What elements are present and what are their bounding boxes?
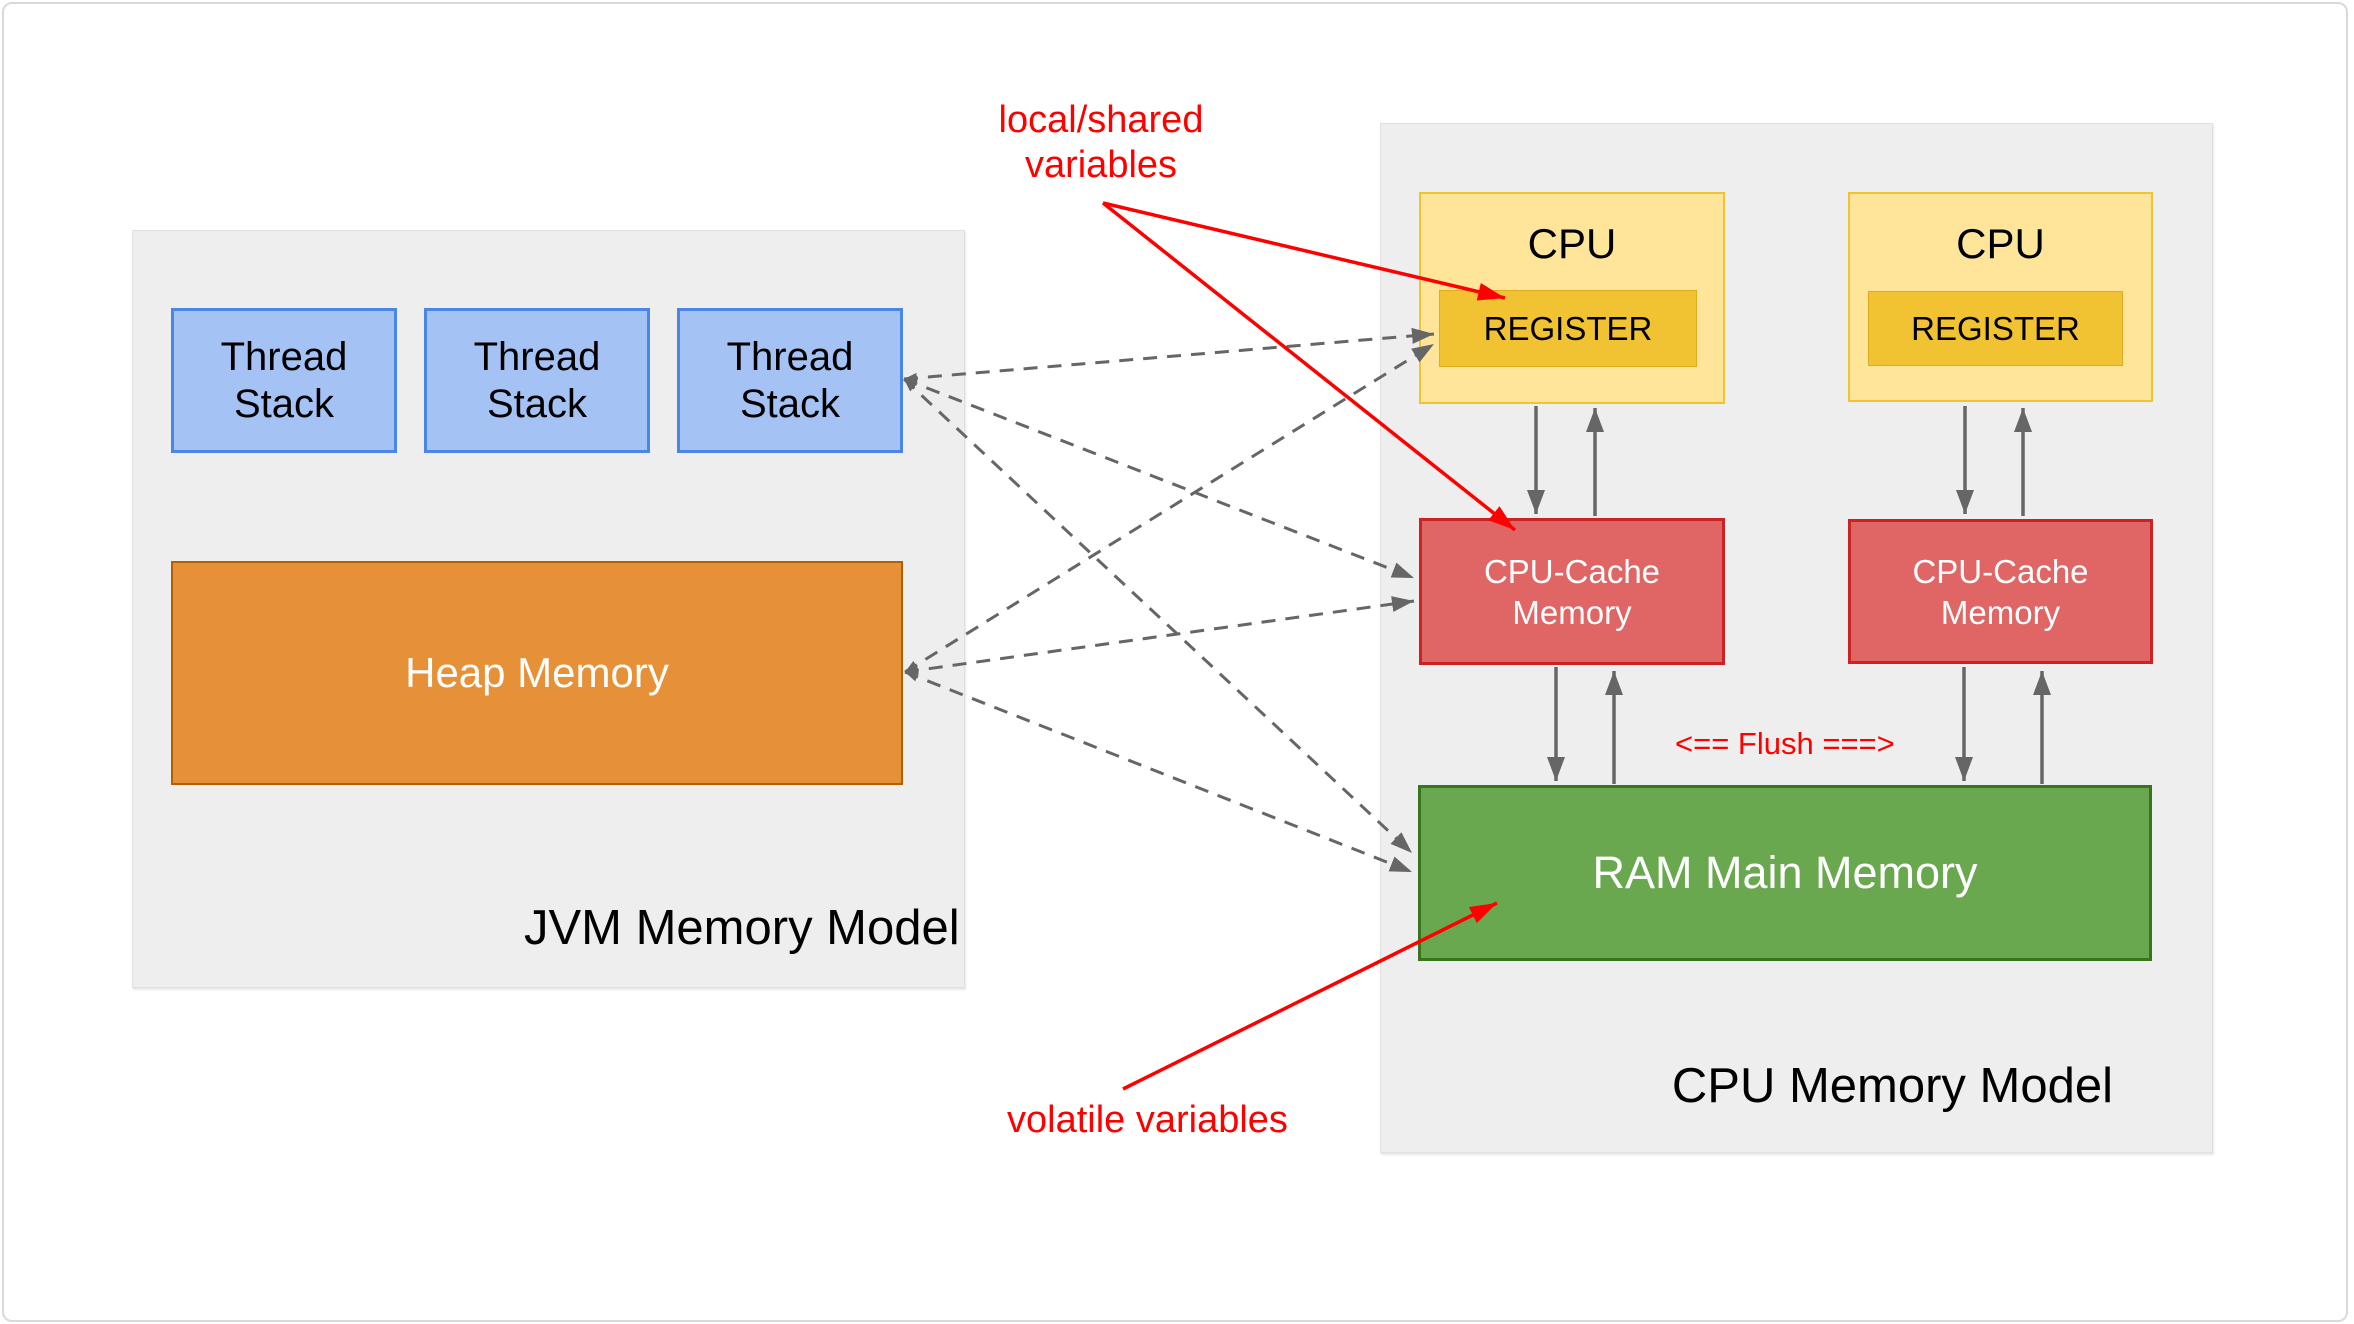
thread-stack-box-2: Thread Stack bbox=[424, 308, 650, 453]
register-label-1: REGISTER bbox=[1483, 309, 1653, 347]
thread-stack-label-3: Thread Stack bbox=[726, 334, 854, 426]
thread-stack-box-1: Thread Stack bbox=[171, 308, 397, 453]
cpu-cache-box-1: CPU-Cache Memory bbox=[1419, 518, 1725, 665]
volatile-variables-label: volatile variables bbox=[1007, 1099, 1288, 1141]
ram-label: RAM Main Memory bbox=[1592, 847, 1978, 898]
cpu-cache-label-2: CPU-Cache Memory bbox=[1912, 552, 2089, 631]
jvm-panel-title: JVM Memory Model bbox=[524, 901, 960, 955]
cpu-cache-label-1: CPU-Cache Memory bbox=[1483, 552, 1661, 631]
flush-label: <== Flush ===> bbox=[1675, 726, 1895, 761]
cpu-cache-box-2: CPU-Cache Memory bbox=[1848, 519, 2153, 664]
register-box-2: REGISTER bbox=[1868, 291, 2123, 366]
register-box-1: REGISTER bbox=[1439, 290, 1697, 367]
heap-memory-label: Heap Memory bbox=[405, 649, 669, 696]
cpu-label-2: CPU bbox=[1956, 220, 2045, 267]
cpu-label-1: CPU bbox=[1527, 220, 1617, 267]
cpu-panel-title: CPU Memory Model bbox=[1671, 1059, 2113, 1113]
local-shared-variables-label: local/shared variables bbox=[998, 99, 1204, 186]
ram-box: RAM Main Memory bbox=[1418, 785, 2152, 961]
heap-memory-box: Heap Memory bbox=[171, 561, 903, 785]
thread-stack-label-1: Thread Stack bbox=[220, 334, 348, 426]
thread-stack-box-3: Thread Stack bbox=[677, 308, 903, 453]
thread-stack-label-2: Thread Stack bbox=[473, 334, 601, 426]
register-label-2: REGISTER bbox=[1911, 309, 2080, 347]
